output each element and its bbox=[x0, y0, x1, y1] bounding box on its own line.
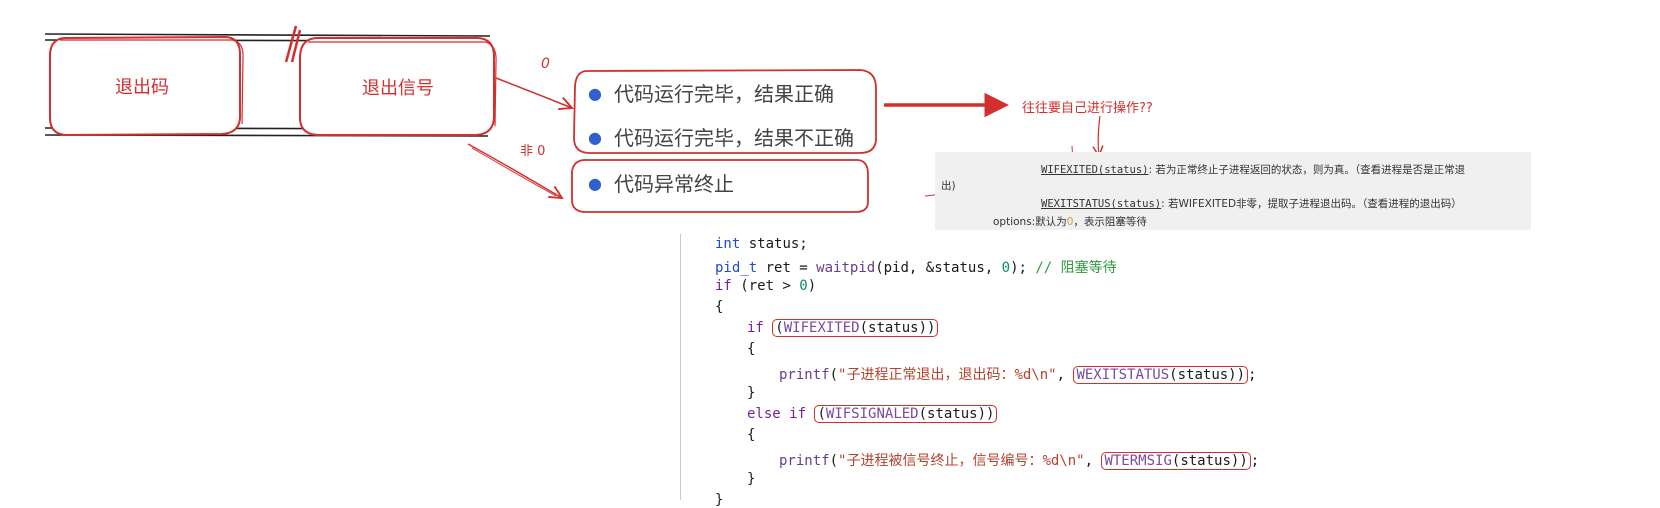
code-line-11: printf("子进程被信号终止，信号编号：%d\n", WTERMSIG(st… bbox=[779, 450, 1259, 470]
code-line-13: } bbox=[715, 492, 724, 508]
outcome-box-lower bbox=[571, 159, 869, 213]
tok: , bbox=[1056, 367, 1074, 383]
tok-fn: waitpid bbox=[816, 260, 876, 276]
code-line-10: { bbox=[747, 427, 756, 443]
zero-label: 0 bbox=[541, 56, 550, 72]
options-b: ，表示阻塞等待 bbox=[1073, 216, 1147, 228]
bullet-dot: ● bbox=[588, 84, 602, 103]
outcome-abnormal-text: 代码异常终止 bbox=[613, 172, 734, 196]
tok-num: 0 bbox=[799, 278, 808, 294]
nonzero-label: 非 0 bbox=[520, 144, 546, 159]
doc-line-options: options:默认为0，表示阻塞等待 bbox=[993, 214, 1147, 229]
tok: ; bbox=[1248, 367, 1257, 383]
tok: status; bbox=[740, 236, 808, 252]
exit-signal-box bbox=[299, 37, 497, 136]
tok: (status)) bbox=[1171, 453, 1248, 469]
doc-chu: 出) bbox=[941, 180, 956, 192]
tok-num: 0 bbox=[1001, 260, 1011, 276]
tok: (status)) bbox=[918, 406, 995, 422]
tok: (ret > bbox=[731, 278, 800, 294]
outcome-ok: ● 代码运行完毕，结果正确 bbox=[588, 78, 834, 107]
slash-mark bbox=[284, 25, 302, 63]
arrow-nonzero-shadow bbox=[471, 147, 557, 197]
tok-macro: WTERMSIG bbox=[1104, 453, 1172, 469]
tok: ( bbox=[829, 367, 839, 383]
exit-signal-label: 退出信号 bbox=[362, 78, 434, 99]
highlight-wifsignaled: (WIFSIGNALED(status)) bbox=[814, 405, 998, 423]
tok-string: "子进程被信号终止，信号编号：%d\n" bbox=[838, 453, 1085, 469]
code-block: int status; pid_t ret = waitpid(pid, &st… bbox=[680, 234, 1381, 508]
code-line-8: } bbox=[747, 385, 756, 401]
tok: ( bbox=[775, 320, 784, 336]
options-a: options:默认为 bbox=[993, 216, 1067, 228]
wexitstatus-desc-b: 提取子进程退出码。 bbox=[1267, 198, 1363, 210]
code-line-9: else if (WIFSIGNALED(status)) bbox=[747, 405, 998, 423]
doc-panel: WIFEXITED(status): 若为正常终止子进程返回的状态，则为真。（查… bbox=[935, 152, 1531, 230]
tok-string: "子进程正常退出，退出码：%d\n" bbox=[838, 367, 1057, 383]
tok-comment: // 阻塞等待 bbox=[1035, 260, 1117, 276]
outcome-ok-text: 代码运行完毕，结果正确 bbox=[613, 82, 834, 106]
code-line-12: } bbox=[747, 471, 756, 487]
tok-kw: if bbox=[715, 278, 732, 294]
tok: (status)) bbox=[859, 320, 936, 336]
tok: (pid, &status, bbox=[875, 260, 1002, 276]
tok-kw: else if bbox=[747, 406, 807, 422]
bullet-dot: ● bbox=[588, 128, 602, 147]
tok: ; bbox=[1250, 453, 1260, 469]
options-zero: 0 bbox=[1066, 216, 1074, 228]
tok-fn: printf bbox=[779, 453, 830, 469]
doc-line-wexitstatus: WEXITSTATUS(status): 若WIFEXITED非零，提取子进程退… bbox=[1041, 196, 1462, 211]
tok-kw: if bbox=[747, 320, 764, 336]
outcome-abnormal: ● 代码异常终止 bbox=[588, 168, 734, 197]
code-line-4: { bbox=[715, 299, 724, 315]
arrow-nonzero bbox=[467, 143, 562, 198]
tok: ) bbox=[807, 278, 817, 294]
highlight-wtermsig: WTERMSIG(status)) bbox=[1101, 452, 1251, 470]
code-line-5: if (WIFEXITED(status)) bbox=[747, 319, 939, 337]
bullet-dot: ● bbox=[588, 174, 602, 193]
exit-code-label: 退出码 bbox=[115, 77, 169, 98]
code-line-7: printf("子进程正常退出，退出码：%d\n", WEXITSTATUS(s… bbox=[779, 364, 1256, 384]
outcome-box-upper bbox=[573, 69, 877, 154]
code-line-6: { bbox=[747, 341, 756, 357]
tok-macro: WIFEXITED bbox=[783, 320, 860, 336]
highlight-wifexited: (WIFEXITED(status)) bbox=[772, 319, 939, 337]
tok-type: int bbox=[715, 236, 741, 252]
annotation-down-arrow bbox=[1098, 115, 1100, 156]
code-line-3: if (ret > 0) bbox=[715, 278, 816, 294]
wifexited-desc: : 若为正常终止子进程返回的状态，则为真。（查看进程是否是正常退 bbox=[1148, 164, 1466, 176]
annotation-text: 往往要自己进行操作?? bbox=[1022, 101, 1153, 116]
tok: , bbox=[1084, 453, 1102, 469]
outcome-wrong-text: 代码运行完毕，结果不正确 bbox=[613, 126, 854, 150]
wifexited-name: WIFEXITED(status) bbox=[1041, 164, 1149, 176]
doc-line-wifexited: WIFEXITED(status): 若为正常终止子进程返回的状态，则为真。（查… bbox=[1041, 162, 1465, 177]
exit-code-box bbox=[49, 35, 244, 137]
tok-macro: WEXITSTATUS bbox=[1076, 367, 1170, 383]
tok-fn: printf bbox=[779, 367, 830, 383]
arrow-zero bbox=[495, 77, 572, 108]
wexitstatus-desc-c: （查看进程的退出码） bbox=[1362, 198, 1462, 210]
tok: ( bbox=[817, 406, 826, 422]
tok: ret = bbox=[757, 260, 817, 276]
tok: ( bbox=[829, 453, 839, 469]
outcome-wrong: ● 代码运行完毕，结果不正确 bbox=[588, 122, 854, 151]
tok-macro: WIFSIGNALED bbox=[825, 406, 919, 422]
code-line-2: pid_t ret = waitpid(pid, &status, 0); //… bbox=[715, 257, 1117, 277]
code-line-1: int status; bbox=[715, 236, 808, 252]
tok-type: pid_t bbox=[715, 260, 758, 276]
tok: ); bbox=[1010, 260, 1036, 276]
wexitstatus-name: WEXITSTATUS(status) bbox=[1041, 198, 1162, 210]
wexitstatus-desc-a: : 若WIFEXITED非零， bbox=[1161, 198, 1268, 210]
highlight-wexitstatus: WEXITSTATUS(status)) bbox=[1073, 366, 1249, 384]
tok: (status)) bbox=[1169, 367, 1246, 383]
